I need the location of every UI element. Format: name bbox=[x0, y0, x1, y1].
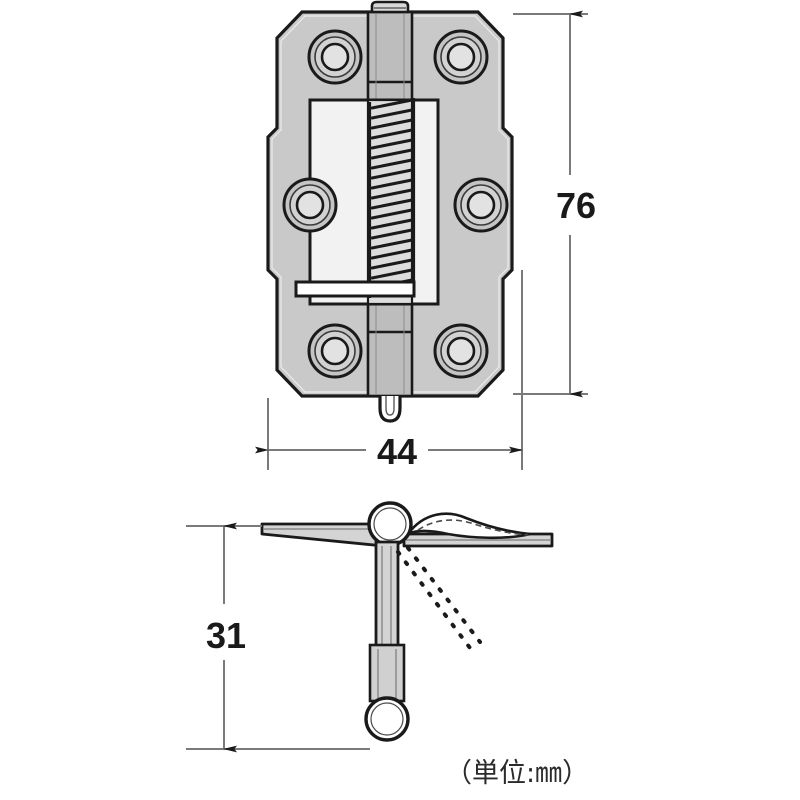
bottom-loop bbox=[378, 396, 402, 423]
screw-hole-bottom-left bbox=[307, 323, 363, 379]
dimension-label-76: 76 bbox=[556, 185, 596, 226]
unit-note: （単位:㎜） bbox=[445, 758, 589, 789]
dimension-label-31: 31 bbox=[206, 615, 246, 656]
dim-label-mask-44 bbox=[366, 424, 428, 476]
hinge-plate-shading bbox=[271, 15, 509, 393]
screw-hole-middle-left bbox=[282, 177, 338, 233]
side-view bbox=[260, 501, 554, 742]
dimension-depth-31: 31 bbox=[186, 522, 370, 753]
screw-hole-middle-right bbox=[453, 177, 509, 233]
side-spring-profile bbox=[406, 512, 532, 540]
dimension-label-44: 44 bbox=[377, 431, 417, 472]
screw-hole-bottom-right bbox=[433, 323, 489, 379]
front-view bbox=[266, 0, 514, 423]
dimension-height-76: 76 bbox=[513, 10, 604, 398]
spring-arm bbox=[294, 280, 416, 298]
bottom-loop-inner bbox=[385, 396, 395, 416]
knuckle-barrel-top bbox=[367, 501, 413, 547]
knuckle-barrel-bottom bbox=[364, 696, 410, 742]
leaf-vertical-collar bbox=[368, 643, 406, 703]
top-tab bbox=[370, 0, 410, 14]
screw-hole-top-right bbox=[433, 29, 489, 85]
screw-hole-top-left bbox=[307, 29, 363, 85]
dim-label-mask-31 bbox=[198, 604, 252, 660]
dimension-width-44: 44 bbox=[255, 270, 523, 476]
dim-label-mask-76 bbox=[548, 175, 604, 235]
